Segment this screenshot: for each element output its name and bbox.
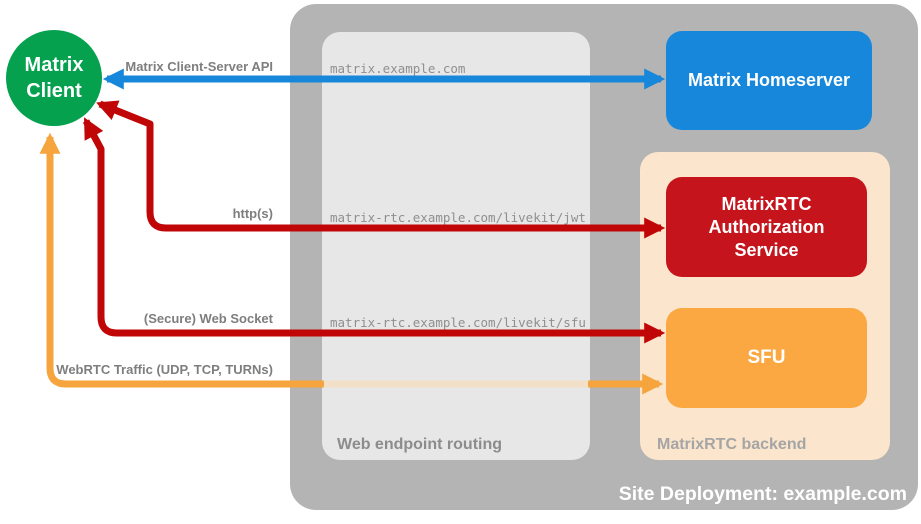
homeserver-node-label: Matrix Homeserver <box>687 70 851 90</box>
auth-service-node: MatrixRTC Authorization Service <box>666 177 867 277</box>
routing-container <box>322 32 590 460</box>
deployment-title: Site Deployment: example.com <box>618 483 907 505</box>
connection-label-client-server-api: Matrix Client-Server API <box>125 59 273 74</box>
auth-service-node-label: MatrixRTC Authorization Service <box>708 193 825 260</box>
endpoint-label-sfu: matrix-rtc.example.com/livekit/sfu <box>330 315 586 330</box>
sfu-node-label: SFU <box>747 347 786 368</box>
connection-label-https: http(s) <box>232 206 273 221</box>
sfu-node: SFU <box>666 308 867 408</box>
endpoint-label-jwt: matrix-rtc.example.com/livekit/jwt <box>330 210 586 225</box>
connection-label-websocket: (Secure) Web Socket <box>143 311 273 326</box>
matrix-client-node-label: Matrix Client <box>24 54 84 102</box>
connection-label-webrtc: WebRTC Traffic (UDP, TCP, TURNs) <box>56 362 273 377</box>
matrix-client-node: Matrix Client <box>6 30 102 126</box>
routing-container-label: Web endpoint routing <box>337 436 503 453</box>
homeserver-node: Matrix Homeserver <box>666 31 872 130</box>
endpoint-label-homeserver: matrix.example.com <box>330 61 466 76</box>
backend-container-label: MatrixRTC backend <box>657 436 807 453</box>
